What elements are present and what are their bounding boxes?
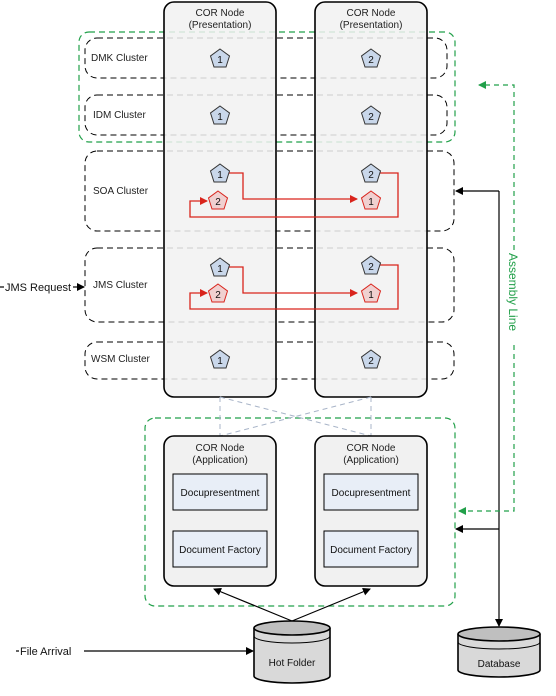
presentation-left-title-1: COR Node	[196, 8, 245, 19]
assembly-line-path-bottom	[458, 345, 515, 515]
svg-text:1: 1	[368, 197, 374, 208]
application-left-title-2: (Application)	[192, 455, 248, 466]
svg-text:2: 2	[368, 356, 374, 367]
svg-text:1: 1	[217, 170, 223, 181]
marker-jms-right-red: 1	[360, 283, 382, 303]
assembly-line-path-top	[478, 81, 515, 250]
marker-soa-right-red: 1	[360, 190, 382, 210]
soa-flow-line-forward	[229, 172, 358, 203]
hot-folder-cylinder	[253, 620, 331, 684]
marker-soa-right: 2	[360, 163, 382, 183]
svg-text:1: 1	[217, 55, 223, 66]
cluster-label-soa: SOA Cluster	[93, 186, 149, 197]
svg-text:2: 2	[368, 55, 374, 66]
marker-jms-left-red: 2	[207, 283, 229, 303]
presentation-right-title-2: (Presentation)	[340, 20, 403, 31]
presentation-right-title-1: COR Node	[347, 8, 396, 19]
marker-dmk-left: 1	[209, 48, 231, 68]
document-factory-box-right	[323, 530, 419, 568]
marker-wsm-left: 1	[209, 349, 231, 369]
docupresentment-box-left	[172, 473, 268, 511]
soa-flow-line-return	[189, 172, 399, 218]
marker-soa-left: 1	[209, 163, 231, 183]
svg-text:1: 1	[217, 356, 223, 367]
cluster-label-wsm: WSM Cluster	[91, 354, 151, 365]
marker-jms-right: 2	[360, 255, 382, 275]
svg-text:1: 1	[368, 290, 374, 301]
document-factory-label-right: Document Factory	[330, 545, 412, 556]
hotfolder-to-app-left-arrow	[213, 587, 293, 622]
svg-text:1: 1	[217, 112, 223, 123]
docupresentment-box-right	[323, 473, 419, 511]
cluster-label-dmk: DMK Cluster	[91, 53, 148, 64]
marker-dmk-right: 2	[360, 48, 382, 68]
marker-wsm-right: 2	[360, 349, 382, 369]
application-right-title-2: (Application)	[343, 455, 399, 466]
hot-folder-label: Hot Folder	[269, 658, 316, 669]
marker-jms-left: 1	[209, 257, 231, 277]
svg-text:2: 2	[215, 197, 221, 208]
svg-text:1: 1	[217, 264, 223, 275]
application-right-title-1: COR Node	[347, 443, 396, 454]
marker-soa-left-red: 2	[207, 190, 229, 210]
hotfolder-to-app-right-arrow	[291, 587, 371, 622]
document-factory-label-left: Document Factory	[179, 545, 261, 556]
assembly-line-label: Assembly Line	[506, 253, 520, 331]
cluster-label-idm: IDM Cluster	[93, 110, 146, 121]
database-cylinder	[457, 626, 541, 678]
application-left-title-1: COR Node	[196, 443, 245, 454]
docupresentment-label-right: Docupresentment	[332, 488, 411, 499]
file-arrival-label: File Arrival	[20, 646, 71, 658]
cluster-label-jms: JMS Cluster	[93, 280, 148, 291]
svg-text:2: 2	[368, 262, 374, 273]
jms-flow-line-forward	[229, 266, 358, 297]
svg-text:2: 2	[368, 112, 374, 123]
document-factory-box-left	[172, 530, 268, 568]
presentation-application-connectors	[219, 396, 372, 437]
svg-text:2: 2	[215, 290, 221, 301]
docupresentment-label-left: Docupresentment	[181, 488, 260, 499]
marker-idm-right: 2	[360, 105, 382, 125]
jms-request-label: JMS Request	[5, 282, 71, 294]
database-label: Database	[478, 659, 521, 670]
svg-text:2: 2	[368, 170, 374, 181]
marker-idm-left: 1	[209, 105, 231, 125]
jms-flow-line-return	[189, 264, 399, 310]
presentation-left-title-2: (Presentation)	[189, 20, 252, 31]
